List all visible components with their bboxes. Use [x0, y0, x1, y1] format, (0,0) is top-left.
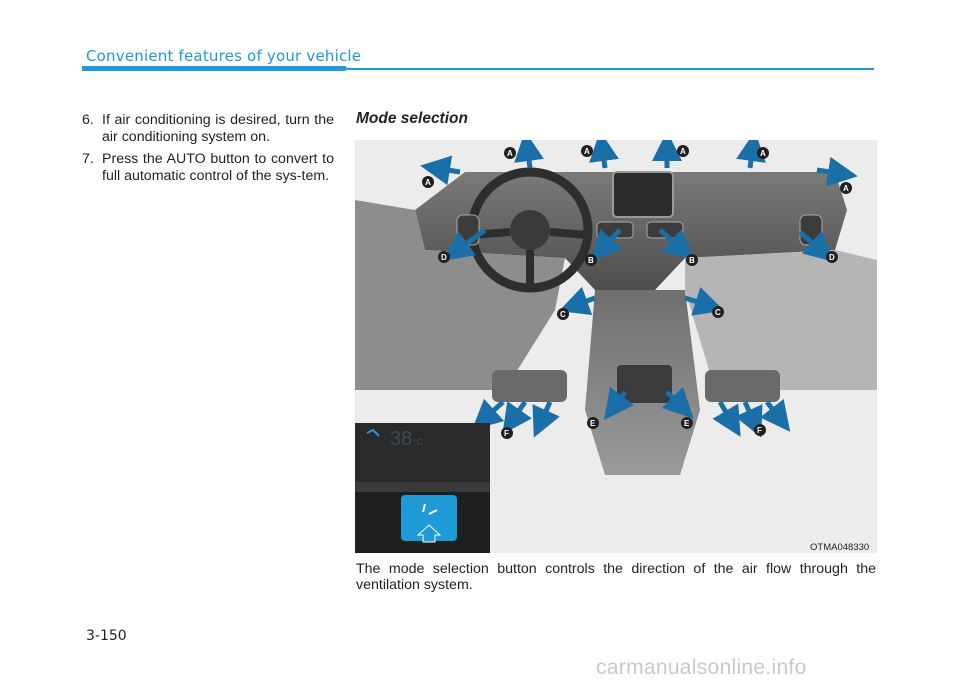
pointer-arrow-icon [416, 524, 442, 543]
svg-text:D: D [829, 253, 835, 262]
svg-text:C: C [715, 308, 721, 317]
svg-text:D: D [441, 253, 447, 262]
infotainment-screen [612, 171, 674, 218]
display-mode-icon [366, 428, 380, 437]
step-7: 7. Press the AUTO button to convert to f… [82, 151, 334, 185]
step-6: 6. If air conditioning is desired, turn … [82, 112, 334, 146]
section-header-title: Convenient features of your vehicle [86, 47, 362, 65]
display-temperature: 38 [390, 428, 412, 450]
display-unit: °C [413, 437, 424, 447]
instruction-steps: 6. If air conditioning is desired, turn … [82, 112, 334, 190]
svg-text:A: A [584, 147, 590, 156]
door-panel-left [355, 200, 565, 390]
floor-duct-left [492, 370, 567, 402]
figure-code-left: OTM048318 [432, 542, 485, 553]
steering-hub [510, 210, 550, 250]
floor-duct-right [705, 370, 780, 402]
svg-text:C: C [560, 310, 566, 319]
step-text: Press the AUTO button to convert to full… [102, 151, 334, 184]
svg-text:A: A [680, 147, 686, 156]
header-rule [347, 68, 874, 70]
svg-text:B: B [588, 256, 594, 265]
svg-text:A: A [760, 149, 766, 158]
airflow-arrows [420, 140, 858, 438]
step-number: 7. [82, 151, 94, 167]
rear-vent-unit [617, 365, 672, 403]
mode-icon [422, 503, 438, 515]
svg-text:F: F [504, 429, 509, 438]
dashboard-right-lower [685, 250, 877, 390]
step-text: If air conditioning is desired, turn the… [102, 112, 334, 145]
figure-caption: The mode selection button controls the d… [356, 561, 876, 593]
svg-text:A: A [843, 184, 849, 193]
svg-text:B: B [689, 256, 695, 265]
vent-labels: A A A A A A D D B B C C E E F F [422, 145, 852, 439]
svg-text:A: A [425, 178, 431, 187]
figure-code-right: OTMA048330 [810, 542, 870, 553]
mode-button [401, 495, 457, 541]
svg-text:E: E [684, 419, 690, 428]
mode-selection-title: Mode selection [356, 110, 468, 127]
dashboard-vent-illustration: A A A A A A D D B B C C E E F F 38 °C [355, 140, 877, 553]
mode-button-inset: 38 °C [355, 423, 490, 553]
header-accent-bar [82, 66, 347, 71]
svg-text:A: A [507, 149, 513, 158]
svg-text:E: E [590, 419, 596, 428]
step-number: 6. [82, 112, 94, 128]
watermark: carmanualsonline.info [596, 656, 807, 679]
svg-text:F: F [757, 426, 762, 435]
page-number: 3-150 [86, 628, 127, 644]
dashboard-illustration-svg: A A A A A A D D B B C C E E F F 38 °C [355, 140, 877, 553]
